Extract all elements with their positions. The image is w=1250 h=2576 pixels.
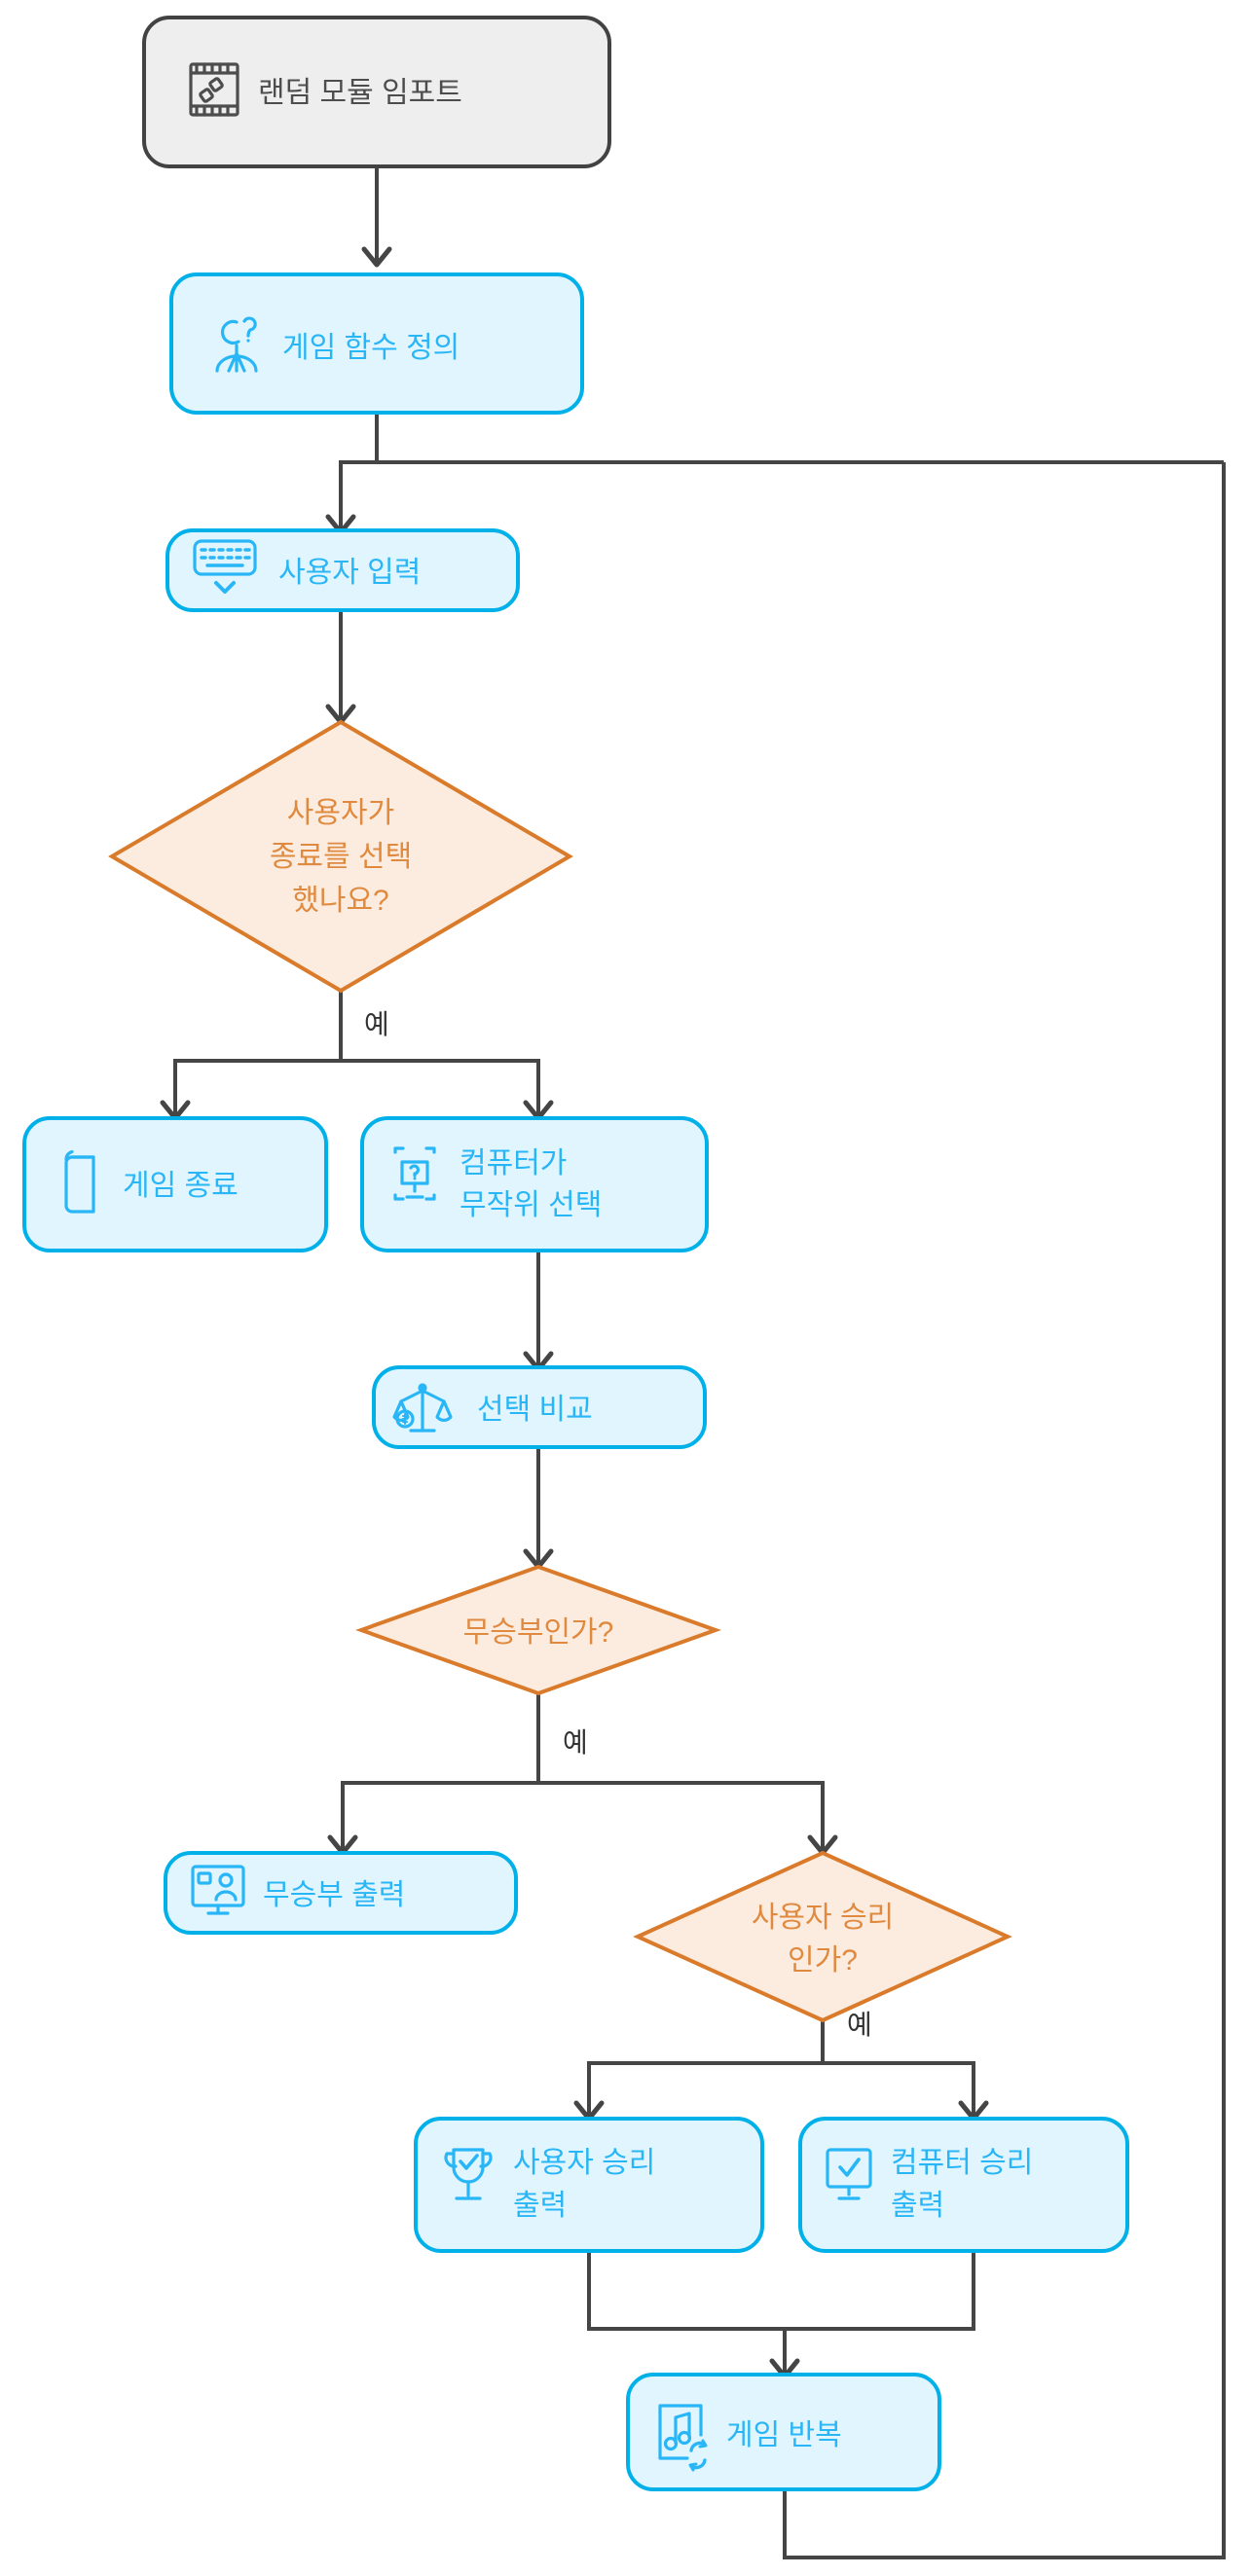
node-label: 선택 비교 [477, 1394, 593, 1426]
edge-n10-n11 [587, 2061, 823, 2117]
node-label: 게임 함수 정의 [282, 332, 460, 364]
node-shape [372, 1365, 707, 1449]
node-shape [360, 1116, 709, 1252]
edge-label-draw-yes: 예 [563, 1727, 588, 1758]
node-decision-user-win[interactable]: 사용자 승리 인가? [633, 1850, 1012, 2023]
node-shape [142, 16, 611, 168]
node-label: 사용자 입력 [278, 557, 421, 589]
edge-n2-n3 [339, 413, 379, 530]
node-shape [355, 1564, 721, 1696]
node-decision-exit[interactable]: 사용자가 종료를 선택 했나요? [108, 719, 573, 994]
node-label: 게임 반복 [726, 2419, 842, 2451]
monitor-question-icon [393, 1146, 436, 1201]
node-compare-choices[interactable]: 선택 비교 [372, 1365, 707, 1449]
node-label-line-1: 컴퓨터가 [460, 1147, 567, 1179]
node-label: 게임 종료 [123, 1170, 239, 1202]
node-print-user-win[interactable]: 사용자 승리 출력 [414, 2117, 764, 2253]
node-shape [798, 2117, 1129, 2253]
node-shape [22, 1116, 328, 1252]
keyboard-icon [193, 539, 257, 594]
node-label-line-1: 사용자가 [287, 797, 394, 829]
scales-icon [392, 1383, 453, 1433]
node-shape [169, 272, 584, 415]
trophy-check-icon [444, 2148, 493, 2200]
edge-n8-n9 [341, 1781, 538, 1851]
node-label-line-1: 사용자 승리 [752, 1902, 894, 1934]
node-shape [414, 2117, 764, 2253]
edge-n8-n10 [538, 1781, 825, 1851]
arrow-n1-n2 [361, 246, 392, 268]
node-label-line-2: 인가? [788, 1944, 858, 1977]
node-print-draw[interactable]: 무승부 출력 [164, 1851, 518, 1935]
monitor-person-icon [191, 1865, 245, 1915]
node-label-line-2: 출력 [891, 2190, 944, 2222]
film-dice-icon [189, 62, 239, 117]
node-repeat-game[interactable]: 게임 반복 [626, 2373, 941, 2491]
node-decision-draw[interactable]: 무승부인가? [355, 1564, 721, 1696]
music-repeat-icon [658, 2404, 708, 2472]
book-icon [64, 1149, 95, 1214]
edge-n10-n12 [823, 2061, 975, 2117]
node-shape [108, 719, 573, 994]
node-computer-random-choice[interactable]: 컴퓨터가 무작위 선택 [360, 1116, 709, 1252]
node-label-line-3: 했나요? [292, 885, 389, 917]
node-shape [164, 1851, 518, 1935]
edge-n4-n5 [173, 1059, 341, 1116]
node-label-line-2: 출력 [513, 2190, 567, 2222]
node-label-line-1: 사용자 승리 [513, 2147, 655, 2179]
person-question-icon [215, 316, 258, 373]
edge-label-userwin-yes: 예 [847, 2010, 872, 2040]
node-end-game[interactable]: 게임 종료 [22, 1116, 328, 1252]
edge-n12-n13 [785, 2251, 975, 2331]
node-label: 무승부 출력 [263, 1879, 405, 1911]
node-label-line-1: 컴퓨터 승리 [891, 2147, 1033, 2179]
node-define-game-function[interactable]: 게임 함수 정의 [169, 272, 584, 415]
node-label-line-2: 종료를 선택 [270, 841, 412, 873]
edge-n11-n13 [587, 2251, 787, 2375]
node-print-computer-win[interactable]: 컴퓨터 승리 출력 [798, 2117, 1129, 2253]
edge-loop-back [783, 462, 1226, 2559]
monitor-check-icon [826, 2148, 872, 2200]
node-import-random-module[interactable]: 랜덤 모듈 임포트 [142, 16, 611, 168]
node-label: 랜덤 모듈 임포트 [258, 77, 462, 109]
node-user-input[interactable]: 사용자 입력 [165, 528, 520, 612]
node-label-line-2: 무작위 선택 [460, 1189, 602, 1221]
edge-n4-n6 [341, 1059, 540, 1116]
node-label-line-1: 무승부인가? [463, 1616, 614, 1649]
node-shape [633, 1850, 1012, 2023]
edge-label-exit-yes: 예 [364, 1009, 389, 1039]
